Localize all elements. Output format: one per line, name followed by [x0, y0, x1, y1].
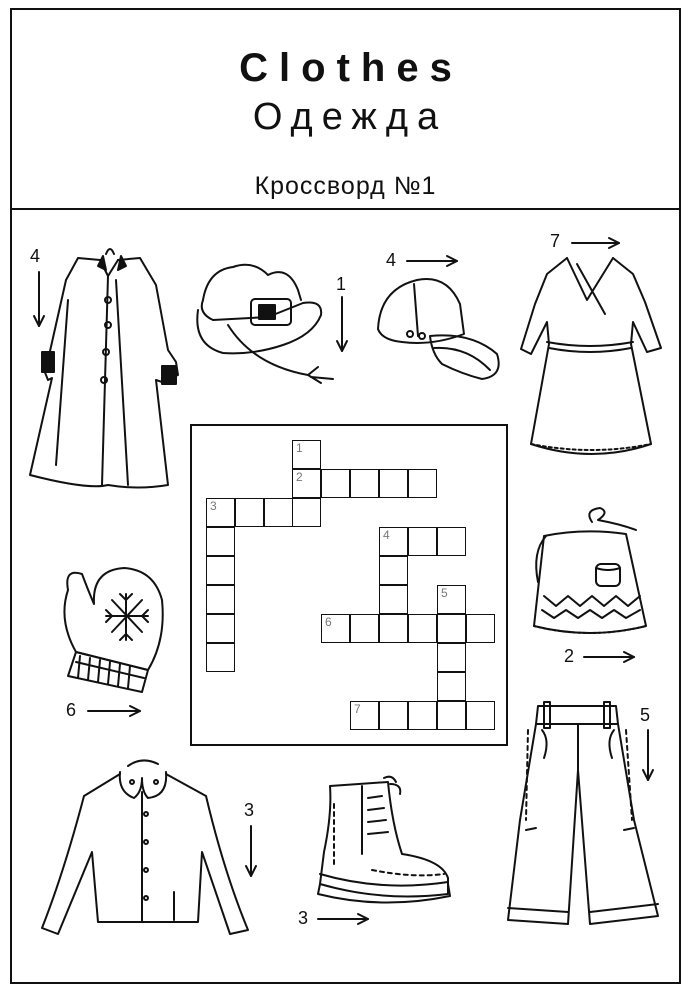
crossword-cell[interactable] [466, 701, 495, 730]
cell-number-6: 6 [325, 615, 332, 629]
hat-icon [196, 263, 334, 384]
cell-number-7: 7 [354, 702, 361, 716]
crossword-cell[interactable]: 4 [379, 527, 408, 556]
crossword-cell[interactable]: 5 [437, 585, 466, 614]
cell-number-1: 1 [296, 441, 303, 455]
cell-number-2: 2 [296, 470, 303, 484]
crossword-cell[interactable]: 7 [350, 701, 379, 730]
arrow-down-icon [245, 825, 257, 877]
crossword-cell[interactable] [206, 527, 235, 556]
header: Clothes Одежда Кроссворд №1 [12, 10, 679, 210]
crossword-cell[interactable] [379, 469, 408, 498]
boot-icon [317, 775, 451, 904]
crossword-cell[interactable] [408, 614, 437, 643]
clue-number-mitten: 6 [66, 700, 77, 720]
arrow-right-icon [317, 913, 369, 925]
arrow-right-icon [571, 237, 620, 249]
crossword-cell[interactable] [350, 469, 379, 498]
crossword-cell[interactable] [264, 498, 293, 527]
cap-icon [377, 278, 500, 380]
crossword-cell[interactable] [321, 469, 350, 498]
cell-number-5: 5 [441, 586, 448, 600]
crossword-grid [190, 424, 508, 746]
dress-icon [520, 257, 662, 455]
crossword-cell[interactable] [235, 498, 264, 527]
cell-number-4: 4 [383, 528, 390, 542]
crossword-cell[interactable] [408, 469, 437, 498]
arrow-right-icon [583, 651, 635, 663]
crossword-cell[interactable] [437, 701, 466, 730]
mitten-icon [63, 567, 164, 693]
trousers-icon [507, 701, 659, 925]
blouse-icon [41, 759, 249, 935]
coat-icon [29, 248, 179, 489]
clue-number-hat: 1 [336, 274, 347, 294]
apron-icon [533, 507, 647, 634]
clue-number-cap: 4 [386, 250, 397, 270]
clue-number-apron: 2 [564, 646, 575, 666]
crossword-cell[interactable] [437, 643, 466, 672]
crossword-cell[interactable]: 6 [321, 614, 350, 643]
clue-number-coat: 4 [30, 246, 41, 266]
crossword-cell[interactable] [437, 672, 466, 701]
crossword-cell[interactable] [292, 498, 321, 527]
crossword-cell[interactable] [350, 614, 379, 643]
crossword-cell[interactable]: 3 [206, 498, 235, 527]
clue-number-boot: 3 [298, 908, 309, 928]
arrow-down-icon [336, 296, 348, 352]
crossword-cell[interactable] [437, 527, 466, 556]
clue-number-dress: 7 [550, 231, 561, 251]
crossword-cell[interactable] [206, 585, 235, 614]
title-english: Clothes [239, 46, 463, 90]
crossword-cell[interactable] [206, 556, 235, 585]
crossword-cell[interactable]: 2 [292, 469, 321, 498]
crossword-cell[interactable] [466, 614, 495, 643]
clue-number-trousers: 5 [640, 705, 651, 725]
arrow-right-icon [87, 705, 141, 717]
arrow-down-icon [642, 729, 654, 781]
crossword-cell[interactable] [379, 701, 408, 730]
crossword-cell[interactable] [379, 614, 408, 643]
cell-number-3: 3 [210, 499, 217, 513]
title-russian: Одежда [252, 96, 448, 138]
arrow-down-icon [33, 271, 45, 327]
crossword-cell[interactable] [379, 585, 408, 614]
crossword-cell[interactable] [437, 614, 466, 643]
worksheet: Clothes Одежда Кроссворд №1 [10, 8, 681, 984]
subtitle: Кроссворд №1 [254, 172, 437, 200]
crossword-cell[interactable] [379, 556, 408, 585]
arrow-right-icon [406, 255, 458, 267]
crossword-cell[interactable] [206, 643, 235, 672]
clue-number-blouse: 3 [244, 800, 255, 820]
crossword-cell[interactable] [206, 614, 235, 643]
crossword-cell[interactable] [408, 701, 437, 730]
crossword-cell[interactable] [408, 527, 437, 556]
crossword-cell[interactable]: 1 [292, 440, 321, 469]
